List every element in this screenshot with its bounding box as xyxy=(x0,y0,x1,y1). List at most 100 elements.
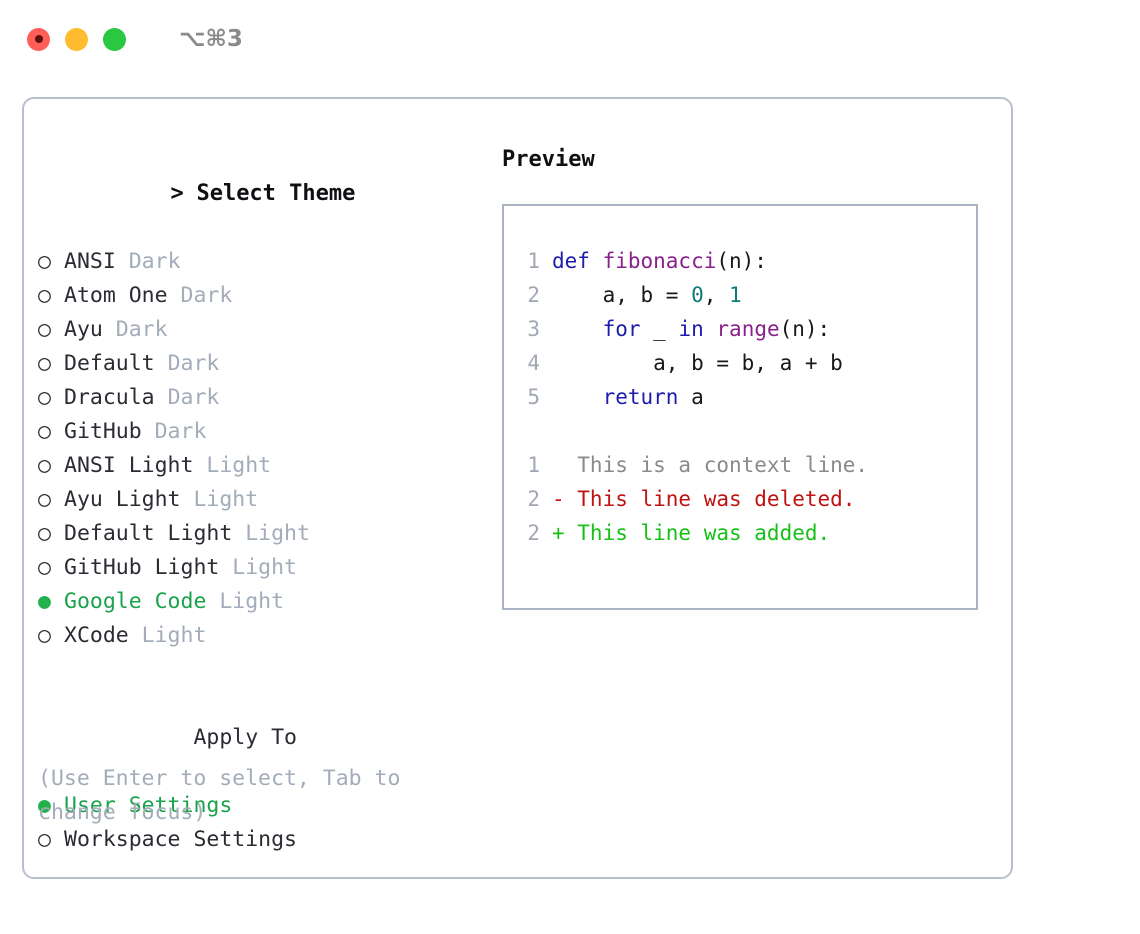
apply-to-options: ●User Settings ○ Workspace Settings xyxy=(38,789,478,857)
list-spacer xyxy=(38,653,478,687)
theme-option-dracula[interactable]: ○ Dracula Dark xyxy=(38,381,478,415)
code-line-number: 3 xyxy=(527,317,540,341)
maximize-window-button[interactable] xyxy=(103,27,126,51)
radio-unselected-icon: ○ xyxy=(38,453,51,478)
theme-name: ANSI Light xyxy=(64,453,207,478)
apply-to-label: Apply To xyxy=(193,725,298,750)
diff-line-text: - This line was deleted. xyxy=(552,487,856,511)
theme-name: Dracula xyxy=(64,385,168,410)
select-theme-header: >Select Theme xyxy=(38,143,478,245)
radio-unselected-icon: ○ xyxy=(38,283,51,308)
theme-name: XCode xyxy=(64,623,142,648)
diff-line-del: 2- This line was deleted. xyxy=(514,482,970,516)
traffic-lights xyxy=(27,27,126,51)
theme-name: GitHub Light xyxy=(64,555,233,580)
theme-name: Ayu Light xyxy=(64,487,194,512)
apply-to-option-label: User Settings xyxy=(64,793,233,818)
theme-option-xcode[interactable]: ○XCode Light xyxy=(38,619,478,653)
theme-option-atom-one[interactable]: ○ Atom One Dark xyxy=(38,279,478,313)
theme-option-github-light[interactable]: ○ GitHub Light Light xyxy=(38,551,478,585)
code-token-plain xyxy=(552,317,603,341)
theme-variant: Dark xyxy=(128,249,181,274)
theme-list: ○ANSI Dark○Atom One Dark○Ayu Dark○Defaul… xyxy=(38,245,478,653)
theme-name: Default xyxy=(64,351,168,376)
radio-unselected-icon: ○ xyxy=(38,351,51,376)
code-token-plain: a xyxy=(678,385,704,409)
theme-name: Atom One xyxy=(64,283,181,308)
diff-line-add: 2+ This line was added. xyxy=(514,516,970,550)
preview-column: Preview xyxy=(502,143,1002,177)
theme-variant: Dark xyxy=(167,351,220,376)
theme-variant: Light xyxy=(206,453,272,478)
code-token-fn: fibonacci xyxy=(602,249,717,273)
radio-unselected-icon: ○ xyxy=(38,827,51,852)
code-token-fn: range xyxy=(716,317,780,341)
theme-variant: Dark xyxy=(167,385,220,410)
apply-to-option-workspace-settings[interactable]: ○ Workspace Settings xyxy=(38,823,478,857)
radio-unselected-icon: ○ xyxy=(38,487,51,512)
theme-list-column: >Select Theme ○ANSI Dark○Atom One Dark○A… xyxy=(38,143,478,857)
radio-selected-icon: ● xyxy=(38,589,51,614)
code-line-number: 2 xyxy=(527,521,540,545)
code-line-number: 1 xyxy=(527,249,540,273)
diff-line-text: This is a context line. xyxy=(552,453,869,477)
theme-option-github[interactable]: ○ GitHub Dark xyxy=(38,415,478,449)
code-line-number: 5 xyxy=(527,385,540,409)
code-token-plain xyxy=(552,385,603,409)
code-token-kw: return xyxy=(602,385,679,409)
theme-variant: Dark xyxy=(115,317,168,342)
code-token-num: 1 xyxy=(729,283,742,307)
code-line: 3 for _ in range(n): xyxy=(514,312,970,346)
minimize-window-button[interactable] xyxy=(65,27,88,51)
code-token-kw: def xyxy=(552,249,603,273)
apply-to-option-user-settings[interactable]: ●User Settings xyxy=(38,789,478,823)
code-line: 5 return a xyxy=(514,380,970,414)
theme-name: ANSI xyxy=(64,249,129,274)
code-diff-separator xyxy=(514,414,970,448)
code-token-plain: (n): xyxy=(779,317,831,341)
select-theme-header-label: Select Theme xyxy=(196,181,356,206)
apply-to-option-label: Workspace Settings xyxy=(64,827,297,852)
radio-unselected-icon: ○ xyxy=(38,385,51,410)
radio-unselected-icon: ○ xyxy=(38,521,51,546)
theme-variant: Dark xyxy=(154,419,207,444)
keyboard-hint: (Use Enter to select, Tab to change focu… xyxy=(38,766,401,825)
theme-variant: Light xyxy=(232,555,298,580)
code-token-plain xyxy=(704,317,717,341)
code-token-plain: a, b = b, a + b xyxy=(552,351,843,375)
diff-line-ctx: 1 This is a context line. xyxy=(514,448,970,482)
code-line: 1 def fibonacci(n): xyxy=(514,244,970,278)
theme-option-google-code[interactable]: ●Google Code Light xyxy=(38,585,478,619)
code-token-plain: _ xyxy=(640,317,679,341)
theme-option-ansi[interactable]: ○ ANSI Dark xyxy=(38,245,478,279)
code-line-number: 4 xyxy=(527,351,540,375)
theme-name: Default Light xyxy=(64,521,246,546)
theme-selector-panel: >Select Theme ○ANSI Dark○Atom One Dark○A… xyxy=(22,97,1013,879)
code-line-number: 2 xyxy=(527,283,540,307)
theme-option-ansi-light[interactable]: ○ ANSI Light Light xyxy=(38,449,478,483)
keyboard-shortcut-label: ⌥⌘3 xyxy=(179,26,243,52)
code-line-number: 1 xyxy=(527,453,540,477)
theme-option-default-light[interactable]: ○Default Light Light xyxy=(38,517,478,551)
theme-variant: Light xyxy=(193,487,259,512)
apply-to-header: Apply To xyxy=(38,687,478,789)
theme-variant: Dark xyxy=(180,283,233,308)
theme-name: GitHub xyxy=(64,419,155,444)
code-line: 4 a, b = b, a + b xyxy=(514,346,970,380)
radio-unselected-icon: ○ xyxy=(38,623,51,648)
code-line: 2 a, b = 0, 1 xyxy=(514,278,970,312)
radio-unselected-icon: ○ xyxy=(38,555,51,580)
code-token-kw: in xyxy=(678,317,704,341)
radio-unselected-icon: ○ xyxy=(38,249,51,274)
close-window-button[interactable] xyxy=(27,27,50,51)
code-token-plain: , xyxy=(703,283,730,307)
theme-option-default[interactable]: ○ Default Dark xyxy=(38,347,478,381)
radio-unselected-icon: ○ xyxy=(38,317,51,342)
theme-option-ayu-light[interactable]: ○ Ayu Light Light xyxy=(38,483,478,517)
radio-unselected-icon: ○ xyxy=(38,419,51,444)
code-token-plain: (n): xyxy=(716,249,767,273)
theme-option-ayu[interactable]: ○Ayu Dark xyxy=(38,313,478,347)
